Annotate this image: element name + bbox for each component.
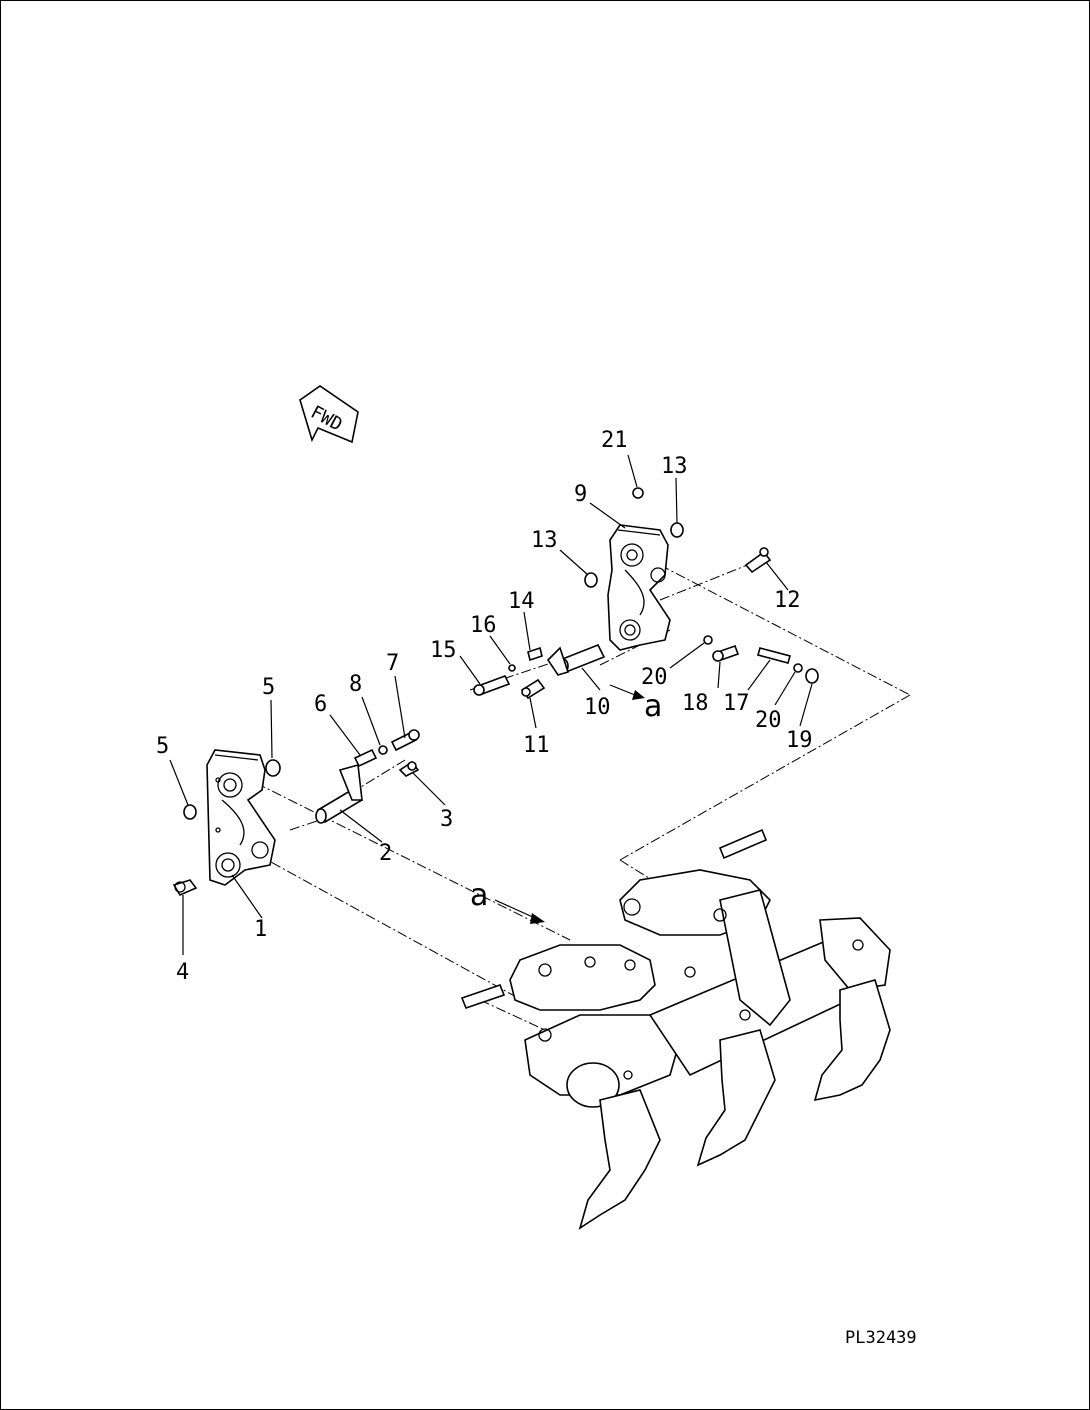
shaft-part-10: [546, 643, 606, 676]
grease-fitting-part-11: [520, 678, 546, 700]
callout-20a: 20: [641, 665, 668, 690]
washer-part-16: [508, 664, 516, 672]
view-letter-upper: a: [644, 689, 662, 724]
callout-14: 14: [508, 589, 535, 614]
callout-21: 21: [601, 428, 628, 453]
pin-part-6: [353, 748, 378, 768]
washer-part-20: [703, 635, 803, 673]
callout-15: 15: [430, 638, 457, 663]
callout-17: 17: [723, 691, 750, 716]
drawing-code: PL32439: [845, 1328, 917, 1348]
washer-part-8: [378, 745, 388, 755]
pin-part-14: [527, 646, 543, 662]
bolt-part-17: [757, 647, 791, 664]
bolt-part-18: [712, 644, 740, 662]
callout-6: 6: [314, 692, 327, 717]
callout-5b: 5: [156, 734, 169, 759]
callouts: 1 2 3 4 5 5 6 7 8 9 10 11 12 13 13 14 15…: [156, 428, 813, 985]
bolt-part-15: [473, 675, 511, 696]
view-letter-lower: a: [470, 878, 488, 913]
fwd-arrow-icon: FWD: [299, 385, 359, 444]
nut-part-13: [584, 522, 684, 588]
view-arrow-lower: a: [470, 878, 545, 924]
callout-9: 9: [574, 482, 587, 507]
callout-18: 18: [682, 691, 709, 716]
callout-12: 12: [774, 588, 801, 613]
callout-20b: 20: [755, 708, 782, 733]
left-bracket-part-1: [206, 749, 276, 886]
callout-5a: 5: [262, 675, 275, 700]
callout-16: 16: [470, 613, 497, 638]
callout-10: 10: [584, 695, 611, 720]
view-arrow-upper: a: [609, 684, 662, 724]
nut-part-5: [183, 759, 281, 820]
callout-1: 1: [254, 917, 267, 942]
callout-13a: 13: [661, 454, 688, 479]
callout-3: 3: [440, 807, 453, 832]
callout-7: 7: [386, 651, 399, 676]
grease-fitting-part-12: [744, 547, 772, 574]
callout-2: 2: [379, 841, 392, 866]
ripper-assembly: [460, 828, 891, 1230]
nut-part-21: [632, 487, 644, 499]
bolt-part-7: [390, 729, 420, 752]
callout-8: 8: [349, 672, 362, 697]
callout-4: 4: [176, 960, 189, 985]
right-bracket-part-9: [607, 524, 671, 651]
callout-13b: 13: [531, 528, 558, 553]
grease-fitting-part-3: [398, 760, 420, 777]
leader-lines: [169, 454, 813, 955]
shaft-part-2: [315, 763, 364, 824]
callout-19: 19: [786, 728, 813, 753]
nut-part-19: [805, 668, 819, 684]
grease-fitting-part-4: [172, 879, 198, 897]
callout-11: 11: [523, 733, 550, 758]
